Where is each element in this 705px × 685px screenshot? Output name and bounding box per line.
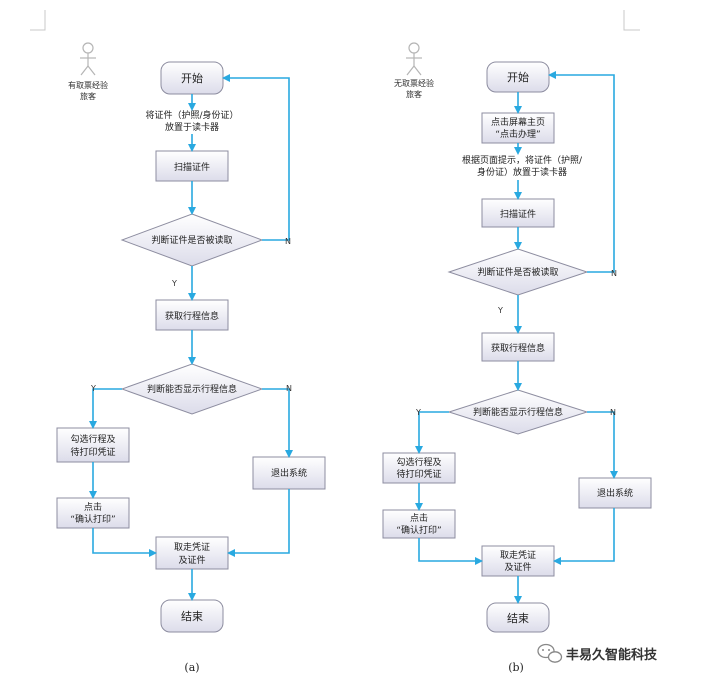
collect-box [155,536,229,570]
home-click-label: 点击屏幕主页 [491,116,545,128]
no-label: N [285,237,291,246]
note-text: 根据页面提示，将证件（护照/ [462,154,583,166]
start-label: 开始 [507,70,529,84]
confirm-print-label: “确认打印” [70,513,115,525]
collect-label: 取走凭证 [500,549,536,561]
actor-label: 有取票经验 [68,80,108,90]
scan-box [155,150,229,182]
select-label: 勾选行程及 [396,456,441,468]
page-corner-marks [30,10,640,31]
wechat-icon [537,643,563,663]
select-label: 待打印凭证 [70,446,115,458]
confirm-print-label: 点击 [84,501,102,513]
flow-arrows [415,71,618,604]
collect-label: 及证件 [504,561,531,573]
figure-caption: (a) [184,661,199,674]
decision-show [447,389,589,435]
end-label: 结束 [507,612,529,625]
scan-label: 扫描证件 [500,208,536,220]
actor-label: 旅客 [406,89,422,99]
exit-box [578,477,652,509]
get-trip-box [481,332,555,362]
decision-read-label: 判断证件是否被读取 [151,234,232,246]
decision-read-label: 判断证件是否被读取 [477,266,558,278]
decision-show-label: 判断能否显示行程信息 [473,406,563,418]
watermark: 丰易久智能科技 [537,643,658,663]
select-label: 待打印凭证 [396,468,441,480]
exit-box [252,456,326,490]
decision-show [120,363,264,415]
no-label: N [611,269,617,278]
yes-label: Y [415,408,421,417]
yes-label: Y [171,279,177,288]
diagram-a: 有取票经验 旅客 开始 将证件（护照/身份证） 放置于读卡器 扫描证件 判断证件… [56,42,326,674]
select-box [382,452,456,484]
get-trip-label: 获取行程信息 [491,342,545,354]
select-label: 勾选行程及 [70,433,115,445]
confirm-print-label: 点击 [410,512,428,524]
yes-label: Y [497,306,503,315]
note-text: 将证件（护照/身份证） [145,109,238,121]
watermark-text: 丰易久智能科技 [566,647,658,663]
confirm-print-box [56,497,130,529]
exit-label: 退出系统 [271,467,307,479]
actor-icon [80,42,96,76]
actor-label: 旅客 [80,91,96,101]
diagram-b: 无取票经验 旅客 开始 点击屏幕主页 “点击办理” 根据页面提示，将证件（护照/… [382,42,652,674]
get-trip-box [155,299,229,331]
home-click-label: “点击办理” [495,128,540,140]
collect-label: 及证件 [178,554,205,566]
flow-arrows [89,74,293,601]
no-label: N [610,408,616,417]
note-text: 放置于读卡器 [165,121,219,133]
end-label: 结束 [181,610,203,623]
actor-label: 无取票经验 [394,78,434,88]
get-trip-label: 获取行程信息 [165,310,219,322]
no-label: N [286,384,292,393]
start-label: 开始 [181,71,203,85]
yes-label: Y [90,384,96,393]
actor-icon [406,42,422,76]
confirm-print-label: “确认打印” [396,524,441,536]
decision-show-label: 判断能否显示行程信息 [147,383,237,395]
scan-label: 扫描证件 [174,161,210,173]
collect-label: 取走凭证 [174,541,210,553]
exit-label: 退出系统 [597,487,633,499]
confirm-print-box [382,509,456,539]
note-text: 身份证）放置于读卡器 [477,166,567,178]
figure-caption: (b) [508,661,524,674]
